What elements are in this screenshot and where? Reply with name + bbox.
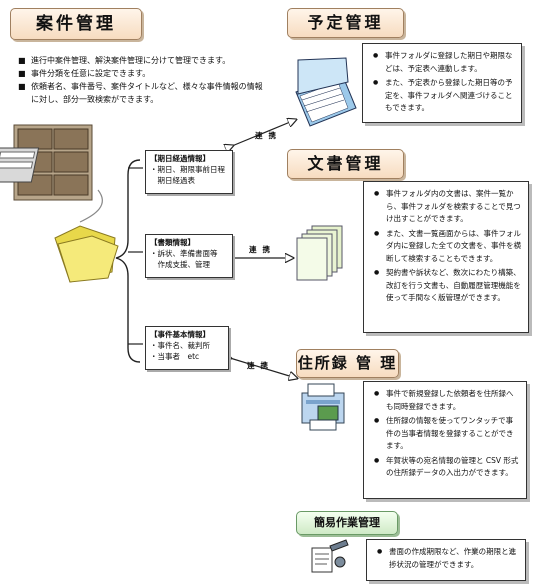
file-cabinet-icon — [0, 124, 93, 201]
schedule-feature-item: 事件フォルダに登録した期日や期限などは、予定表へ連動します。 — [369, 50, 515, 75]
schedule-management-title: 予定管理 — [287, 8, 404, 38]
task-feature-item: 書面の作成期限など、作業の期限と進捗状況の管理ができます。 — [373, 546, 519, 571]
case-basic-info-note: 【事件基本情報】 ・事件名、裁判所 ・当事者 etc — [145, 326, 229, 370]
case-feature-item: 依頼者名、事件番号、案件タイトルなど、様々な事件情報の情報に対し、部分一致検索が… — [18, 80, 268, 106]
link-label-document: 連携 — [249, 245, 276, 254]
document-feature-item: また、文書一覧画面からは、事件フォルダ内に登録した全ての文書を、事件を横断して検… — [370, 228, 522, 266]
note-line: 期日経過表 — [150, 176, 195, 185]
folder-icon — [54, 225, 119, 283]
note-title: 【事件基本情報】 — [150, 330, 210, 339]
task-description-panel: 書面の作成期限など、作業の期限と進捗状況の管理ができます。 — [366, 539, 526, 581]
simple-task-management-title: 簡易作業管理 — [296, 511, 398, 535]
connector-line — [79, 189, 103, 223]
task-feature-list: 書面の作成期限など、作業の期限と進捗状況の管理ができます。 — [367, 540, 525, 577]
schedule-description-panel: 事件フォルダに登録した期日や期限などは、予定表へ連動します。 また、予定表から登… — [362, 43, 522, 123]
grouping-brace — [115, 159, 141, 363]
case-feature-item: 事件分類を任意に設定できます。 — [18, 67, 268, 80]
document-management-title: 文書管理 — [287, 149, 404, 179]
schedule-feature-item: また、予定表から登録した期日等の予定を、事件フォルダへ関連づけることもできます。 — [369, 77, 515, 115]
link-arrow-address — [230, 358, 296, 378]
case-feature-text: 事件分類を任意に設定できます。 — [31, 69, 151, 78]
document-feature-item: 事件フォルダ内の文書は、案件一覧から、事件フォルダを検索することで見つけ出すこと… — [370, 188, 522, 226]
address-description-panel: 事件で新規登録した依頼者を住所録へも同時登録できます。 住所録の情報を使ってワン… — [363, 381, 527, 499]
calendar-book-icon — [295, 57, 357, 127]
address-feature-item: 住所録の情報を使ってワンタッチで事件の当事者情報を登録することができます。 — [370, 415, 520, 453]
deadline-info-note: 【期日経過情報】 ・期日、期限事前日程 期日経過表 — [145, 150, 233, 194]
address-feature-list: 事件で新規登録した依頼者を住所録へも同時登録できます。 住所録の情報を使ってワン… — [364, 382, 526, 486]
task-tools-icon — [311, 539, 349, 573]
note-line: ・訴状、準備書面等 — [150, 249, 218, 258]
document-feature-list: 事件フォルダ内の文書は、案件一覧から、事件フォルダを検索することで見つけ出すこと… — [364, 182, 528, 311]
case-feature-item: 進行中案件管理、解決案件管理に分けて管理できます。 — [18, 54, 268, 67]
schedule-feature-list: 事件フォルダに登録した期日や期限などは、予定表へ連動します。 また、予定表から登… — [363, 44, 521, 121]
note-line: 作成支援、管理 — [150, 260, 210, 269]
link-arrow-schedule — [232, 120, 295, 146]
note-line: ・事件名、裁判所 — [150, 341, 210, 350]
printer-address-icon — [301, 383, 345, 431]
note-title: 【書類情報】 — [150, 238, 195, 247]
case-feature-list: 進行中案件管理、解決案件管理に分けて管理できます。 事件分類を任意に設定できます… — [18, 54, 268, 106]
link-label-address: 連携 — [247, 361, 274, 370]
document-description-panel: 事件フォルダ内の文書は、案件一覧から、事件フォルダを検索することで見つけ出すこと… — [363, 181, 529, 333]
note-title: 【期日経過情報】 — [150, 154, 210, 163]
address-feature-item: 年賀状等の宛名情報の管理と CSV 形式の住所録データの入出力ができます。 — [370, 455, 520, 480]
note-line: ・当事者 etc — [150, 352, 200, 361]
address-book-management-title: 住所録 管 理 — [296, 349, 399, 378]
case-management-title: 案件管理 — [10, 8, 142, 40]
document-stack-icon — [296, 225, 343, 281]
document-feature-item: 契約書や訴状など、数次にわたり構築、改訂を行う文書も、自動履歴管理機能を使って手… — [370, 267, 522, 305]
case-feature-text: 進行中案件管理、解決案件管理に分けて管理できます。 — [31, 56, 231, 65]
address-feature-item: 事件で新規登録した依頼者を住所録へも同時登録できます。 — [370, 388, 520, 413]
link-label-schedule: 連携 — [255, 131, 282, 140]
document-info-note: 【書類情報】 ・訴状、準備書面等 作成支援、管理 — [145, 234, 233, 278]
note-line: ・期日、期限事前日程 — [150, 165, 225, 174]
case-feature-text: 依頼者名、事件番号、案件タイトルなど、様々な事件情報の情報に対し、部分一致検索が… — [31, 82, 263, 104]
